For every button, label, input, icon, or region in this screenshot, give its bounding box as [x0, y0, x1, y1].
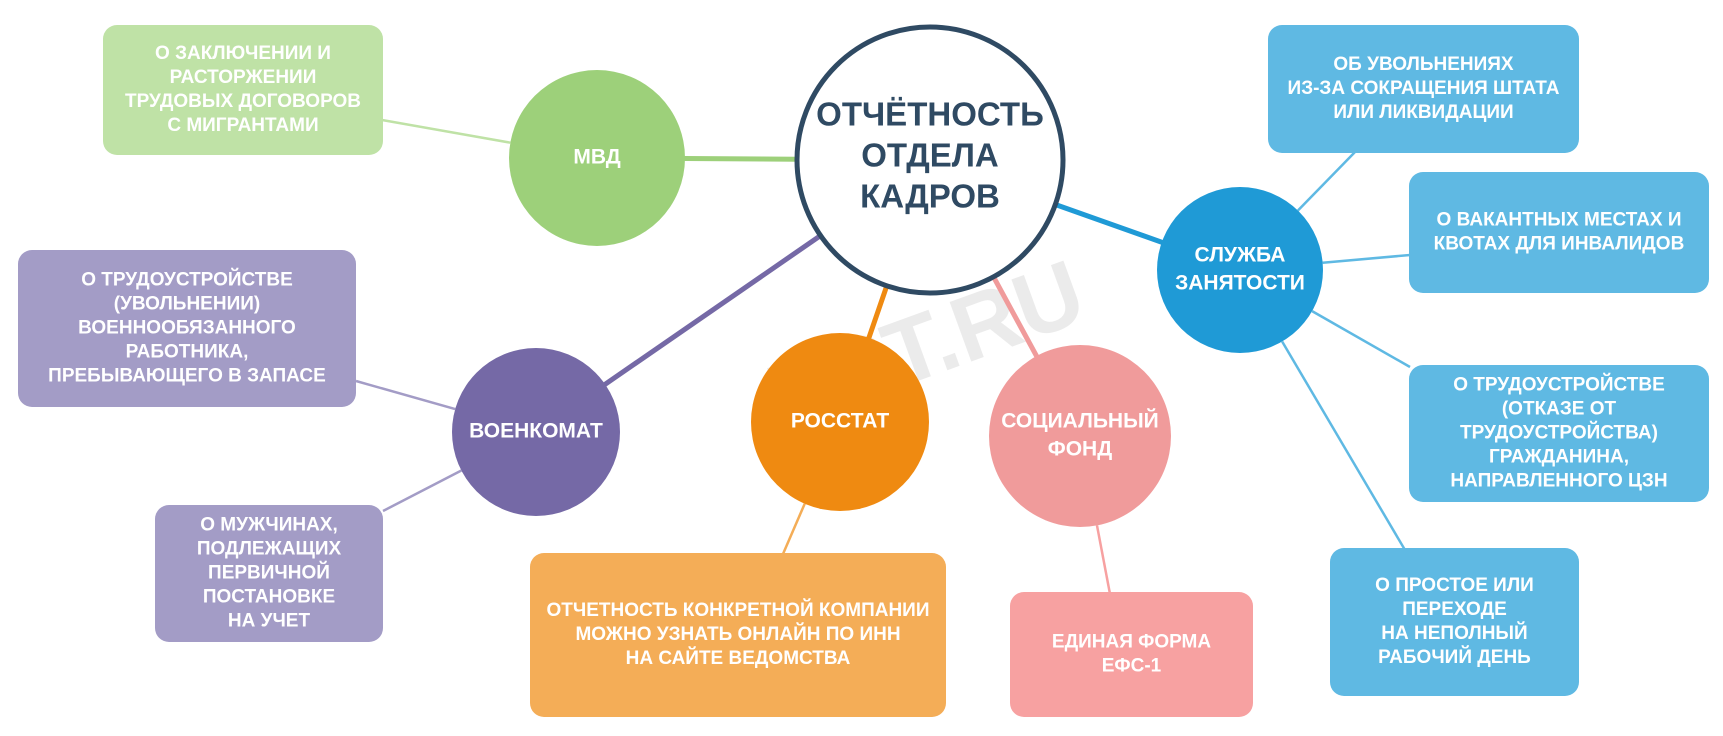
hub-rosstat: РОССТАТ	[751, 333, 929, 511]
hub-socfond-label-line-2: ФОНД	[1048, 438, 1112, 461]
mvd-report-box-bg	[103, 25, 383, 155]
connector-lines	[355, 118, 1411, 595]
hub-szn-circle	[1157, 187, 1323, 353]
hub-socfond-circle	[989, 345, 1171, 527]
hub-mvd-label-line-1: МВД	[573, 146, 620, 169]
socfond-report-box-1-line-2: ЕФС-1	[1102, 656, 1162, 677]
connector-socfond-box-1	[1095, 525, 1112, 595]
voenkomat-report-box-2-line-4: ПОСТАНОВКЕ	[203, 587, 335, 608]
mvd-report-box-1-line-3: ТРУДОВЫХ ДОГОВОРОВ	[125, 91, 361, 112]
hub-szn-label-line-1: СЛУЖБА	[1195, 244, 1286, 267]
mvd-report-box-1: О ЗАКЛЮЧЕНИИ И РАСТОРЖЕНИИ ТРУДОВЫХ ДОГОВО…	[103, 25, 383, 155]
szn-report-box-2-line-2: КВОТАХ ДЛЯ ИНВАЛИДОВ	[1434, 234, 1685, 255]
voenkomat-report-box-2-line-2: ПОДЛЕЖАЩИХ	[197, 539, 342, 560]
diagram-nodes: О ЗАКЛЮЧЕНИИ И РАСТОРЖЕНИИ ТРУДОВЫХ ДОГОВО…	[18, 24, 1709, 717]
mvd-report-box-1-line-1: О ЗАКЛЮЧЕНИИ И	[155, 43, 331, 64]
hub-rosstat-label-line-1: РОССТАТ	[791, 410, 889, 433]
szn-report-box-2: О ВАКАНТНЫХ МЕСТАХ И КВОТАХ ДЛЯ ИНВАЛИДОВ	[1409, 172, 1709, 293]
szn-report-box-2-line-1: О ВАКАНТНЫХ МЕСТАХ И	[1437, 210, 1682, 231]
connector-rosstat-box-1	[781, 503, 806, 555]
szn-report-box-4-line-2: ПЕРЕХОДЕ	[1402, 599, 1507, 620]
center-node: ОТЧЁТНОСТЬ ОТДЕЛА КАДРОВ	[794, 24, 1066, 296]
center-circle	[794, 24, 1066, 296]
voenkomat-report-box-2-line-5: НА УЧЕТ	[228, 611, 311, 632]
connector-mvd-box-1	[381, 118, 511, 144]
connector-szn-box-3	[1311, 310, 1411, 369]
voenkomat-report-box-2-line-1: О МУЖЧИНАХ,	[200, 515, 338, 536]
szn-report-box-1-line-3: ИЛИ ЛИКВИДАЦИИ	[1333, 102, 1513, 123]
szn-report-box-1: ОБ УВОЛЬНЕНИЯХ ИЗ-ЗА СОКРАЩЕНИЯ ШТАТА ИЛИ …	[1268, 25, 1579, 153]
center-title-line-2: ОТДЕЛА	[861, 137, 999, 174]
connector-center-voenkomat	[602, 233, 824, 387]
voenkomat-report-box-bg	[155, 505, 383, 642]
socfond-report-box-1: ЕДИНАЯ ФОРМА ЕФС-1	[1010, 592, 1253, 717]
voenkomat-report-box-1-line-4: РАБОТНИКА,	[126, 342, 249, 363]
socfond-report-box-1-line-1: ЕДИНАЯ ФОРМА	[1052, 632, 1211, 653]
szn-report-box-bg	[1330, 548, 1579, 696]
szn-report-box-4-line-3: НА НЕПОЛНЫЙ	[1381, 622, 1527, 644]
szn-report-box-3: О ТРУДОУСТРОЙСТВЕ (ОТКАЗЕ ОТТРУДОУСТРОЙСТ…	[1409, 365, 1709, 502]
hub-mvd: МВД	[509, 70, 685, 246]
szn-report-box-4-line-1: О ПРОСТОЕ ИЛИ	[1375, 575, 1534, 596]
szn-report-box-bg	[1268, 25, 1579, 153]
rosstat-report-box-1-line-1: ОТЧЕТНОСТЬ КОНКРЕТНОЙ КОМПАНИИ	[547, 599, 930, 621]
connector-center-socfond	[991, 274, 1040, 359]
voenkomat-report-box-2-line-3: ПЕРВИЧНОЙ	[208, 562, 330, 584]
rosstat-report-box-1-line-2: МОЖНО УЗНАТЬ ОНЛАЙН ПО ИНН	[575, 623, 900, 645]
szn-report-box-3-line-3: ТРУДОУСТРОЙСТВА)	[1460, 422, 1658, 444]
connector-voenkomat-box-2	[382, 469, 462, 513]
center-title-line-1: ОТЧЁТНОСТЬ	[816, 96, 1044, 133]
szn-report-box-1-line-2: ИЗ-ЗА СОКРАЩЕНИЯ ШТАТА	[1288, 78, 1560, 99]
voenkomat-report-box-1-line-2: (УВОЛЬНЕНИИ)	[114, 294, 260, 315]
hub-mvd-circle	[509, 70, 685, 246]
mvd-report-box-1-line-4: С МИГРАНТАМИ	[167, 115, 318, 136]
voenkomat-report-box-1: О ТРУДОУСТРОЙСТВЕ (УВОЛЬНЕНИИ) ВОЕННООБЯЗА…	[18, 250, 356, 407]
center-title-line-3: КАДРОВ	[860, 178, 1000, 215]
hub-rosstat-circle	[751, 333, 929, 511]
mvd-report-box-1-line-2: РАСТОРЖЕНИИ	[170, 67, 317, 88]
connector-center-szn	[1052, 201, 1165, 245]
voenkomat-report-box-1-line-3: ВОЕННООБЯЗАННОГО	[78, 318, 296, 339]
hub-voenkomat-circle	[452, 348, 620, 516]
connector-center-mvd	[682, 156, 800, 162]
szn-report-box-3-line-5: НАПРАВЛЕННОГО ЦЗН	[1450, 471, 1667, 492]
socfond-report-box-bg	[1010, 592, 1253, 717]
hub-voenkomat-label-line-1: ВОЕНКОМАТ	[469, 420, 603, 443]
szn-report-box-bg	[1409, 365, 1709, 502]
szn-report-box-1-line-1: ОБ УВОЛЬНЕНИЯХ	[1333, 54, 1514, 75]
hub-szn-label-line-2: ЗАНЯТОСТИ	[1175, 272, 1305, 295]
voenkomat-report-box-1-line-1: О ТРУДОУСТРОЙСТВЕ	[81, 269, 293, 291]
hub-voenkomat: ВОЕНКОМАТ	[452, 348, 620, 516]
voenkomat-report-box-bg	[18, 250, 356, 407]
connector-szn-box-1	[1297, 151, 1356, 212]
szn-report-box-bg	[1409, 172, 1709, 293]
connector-center-rosstat	[866, 283, 890, 341]
hub-socfond: СОЦИАЛЬНЫЙ ФОНД	[989, 345, 1171, 527]
voenkomat-report-box-1-line-5: ПРЕБЫВАЮЩЕГО В ЗАПАСЕ	[48, 366, 326, 387]
connector-voenkomat-box-1	[355, 379, 456, 411]
rosstat-report-box-bg	[530, 553, 946, 717]
hub-szn: СЛУЖБА ЗАНЯТОСТИ	[1157, 187, 1323, 353]
szn-report-box-3-line-4: ГРАЖДАНИНА,	[1489, 447, 1629, 468]
hub-socfond-label-line-1: СОЦИАЛЬНЫЙ	[1001, 409, 1158, 433]
connector-szn-box-4	[1281, 340, 1407, 551]
szn-report-box-4-line-4: РАБОЧИЙ ДЕНЬ	[1378, 646, 1531, 668]
connector-szn-box-2	[1322, 253, 1411, 264]
rosstat-report-box-1-line-3: НА САЙТЕ ВЕДОМСТВА	[626, 647, 851, 669]
szn-report-box-3-line-2: (ОТКАЗЕ ОТ	[1502, 399, 1617, 420]
szn-report-box-3-line-1: О ТРУДОУСТРОЙСТВЕ	[1453, 374, 1665, 396]
